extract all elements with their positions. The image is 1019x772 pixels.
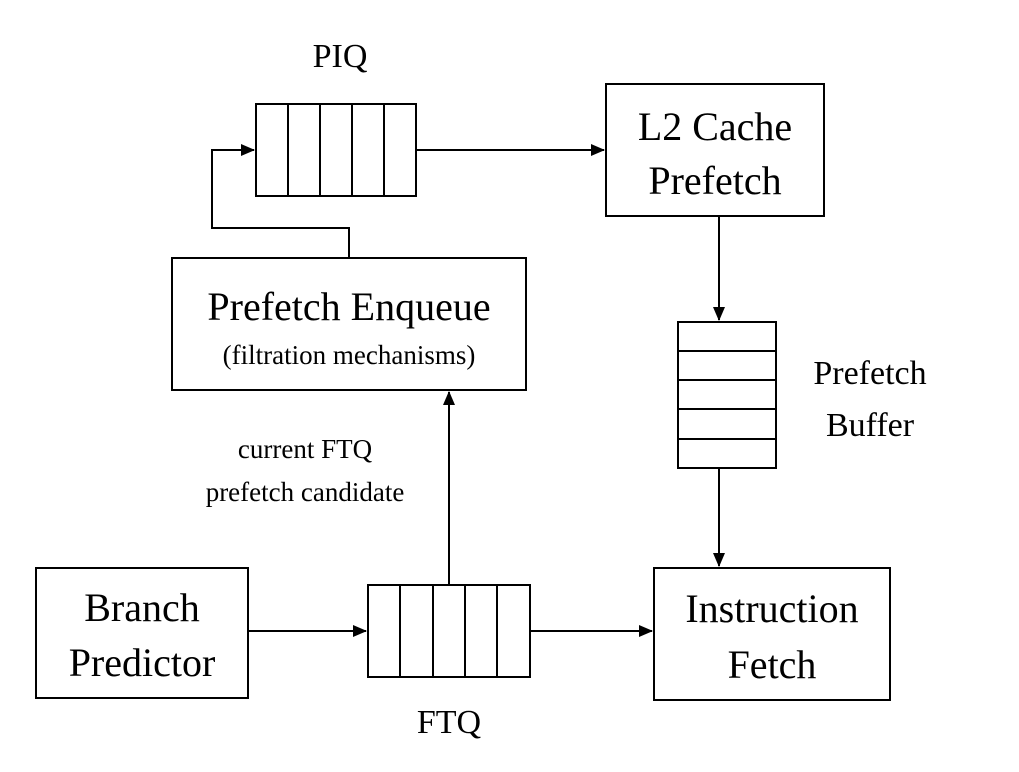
l2-prefetch-label: Prefetch [648,158,781,203]
instruction-fetch-box [653,567,891,701]
prefetch-enqueue-box [171,257,527,391]
enqueue-to-piq-arrow [211,144,350,258]
ftq-queue [367,584,531,678]
candidate-label-2: prefetch candidate [206,477,405,507]
l2-cache-label: L2 Cache [638,104,792,149]
l2-cache-prefetch-box [605,83,825,217]
instruction-label: Instruction [685,586,858,631]
branch-label: Branch [84,585,200,630]
prefetch-buffer-label-2: Buffer [826,407,915,444]
prefetch-buffer-queue [677,321,777,469]
piq-label: PIQ [313,38,368,75]
fetch-label: Fetch [728,642,817,687]
prefetch-buffer-label-1: Prefetch [813,355,926,392]
predictor-label: Predictor [69,640,216,685]
candidate-label-1: current FTQ [238,434,373,464]
piq-queue [255,103,417,197]
prefetch-enqueue-subtitle: (filtration mechanisms) [223,340,476,370]
branch-predictor-box [35,567,249,699]
ftq-label: FTQ [417,704,481,741]
prefetch-enqueue-title: Prefetch Enqueue [207,284,490,329]
